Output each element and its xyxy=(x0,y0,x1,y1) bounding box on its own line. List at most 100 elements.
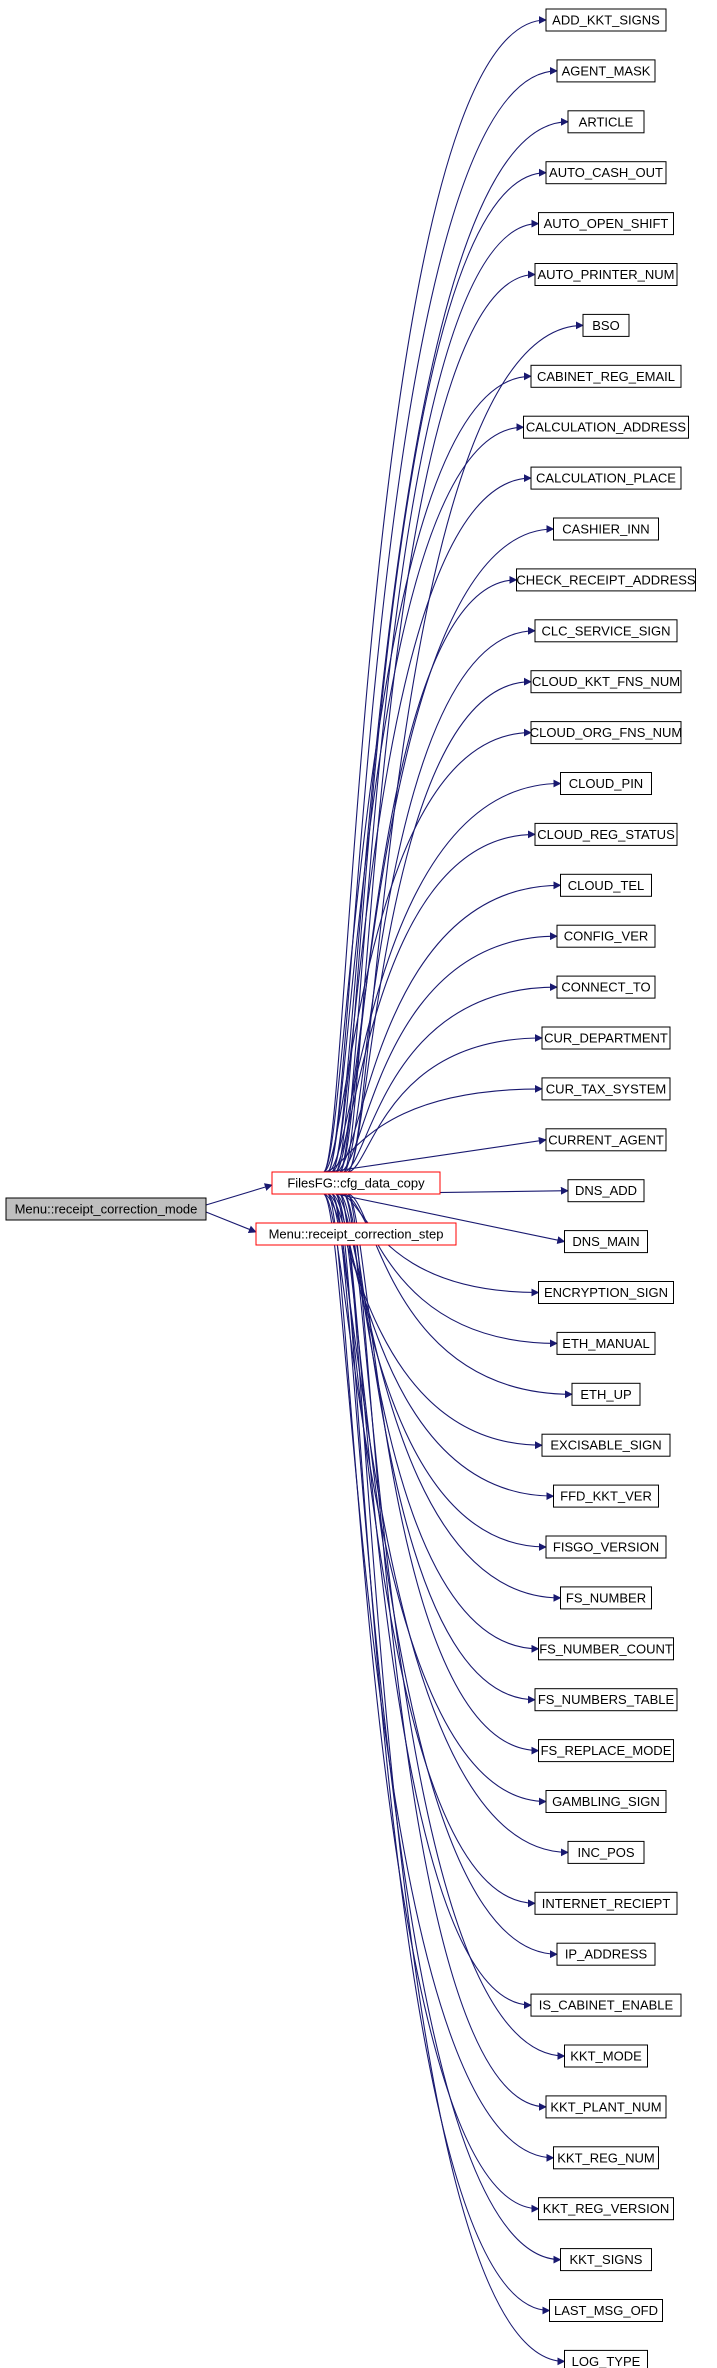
node-dns-add-box xyxy=(567,1179,645,1203)
node-fs-numbers-table[interactable]: FS_NUMBERS_TABLE xyxy=(534,1688,678,1712)
edge-cfg-data-copy-to-cloud-org-fns-num xyxy=(323,728,532,1173)
node-cur-department[interactable]: CUR_DEPARTMENT xyxy=(541,1026,671,1050)
edge-cfg-data-copy-to-check-receipt-address xyxy=(339,575,518,1173)
node-excisable-sign-box xyxy=(541,1433,671,1457)
node-menu-receipt-correction-step-label: Menu::receipt_correction_step xyxy=(269,1227,444,1242)
edge-cfg-data-copy-to-cloud-pin xyxy=(327,779,562,1173)
node-kkt-plant-num[interactable]: KKT_PLANT_NUM xyxy=(545,2095,667,2119)
node-cur-tax-system[interactable]: CUR_TAX_SYSTEM xyxy=(541,1077,671,1101)
node-files-fg-cfg-data-copy-label: FilesFG::cfg_data_copy xyxy=(287,1176,425,1191)
node-fs-number[interactable]: FS_NUMBER xyxy=(560,1586,652,1610)
node-eth-up[interactable]: ETH_UP xyxy=(571,1382,641,1406)
node-log-type[interactable]: LOG_TYPE xyxy=(564,2349,648,2368)
node-last-msg-ofd-box xyxy=(549,2299,663,2322)
node-files-fg-cfg-data-copy[interactable]: FilesFG::cfg_data_copy xyxy=(271,1171,441,1195)
node-ip-address-label: IP_ADDRESS xyxy=(565,1947,648,1962)
node-root[interactable]: Menu::receipt_correction_mode xyxy=(5,1197,207,1221)
node-eth-manual[interactable]: ETH_MANUAL xyxy=(556,1331,656,1355)
node-agent-mask-box xyxy=(556,59,656,83)
node-cloud-tel[interactable]: CLOUD_TEL xyxy=(560,873,652,897)
edge-cfg-data-copy-to-kkt-plant-num xyxy=(347,1193,547,2111)
node-connect-to[interactable]: CONNECT_TO xyxy=(556,975,656,999)
node-fs-replace-mode-label: FS_REPLACE_MODE xyxy=(541,1743,672,1758)
node-check-receipt-address[interactable]: CHECK_RECEIPT_ADDRESS xyxy=(516,568,696,592)
node-calculation-address[interactable]: CALCULATION_ADDRESS xyxy=(523,415,689,439)
node-fisgo-version[interactable]: FISGO_VERSION xyxy=(545,1535,667,1559)
node-current-agent-label: CURRENT_AGENT xyxy=(548,1132,664,1147)
node-root-label: Menu::receipt_correction_mode xyxy=(15,1202,198,1217)
node-cloud-kkt-fns-num[interactable]: CLOUD_KKT_FNS_NUM xyxy=(530,670,682,694)
node-dns-main[interactable]: DNS_MAIN xyxy=(564,1230,648,1254)
node-fs-replace-mode[interactable]: FS_REPLACE_MODE xyxy=(538,1739,674,1763)
node-kkt-reg-version-label: KKT_REG_VERSION xyxy=(543,2201,669,2216)
node-current-agent[interactable]: CURRENT_AGENT xyxy=(545,1128,667,1152)
node-article[interactable]: ARTICLE xyxy=(567,110,645,134)
node-bso-box xyxy=(582,313,630,337)
node-kkt-reg-num[interactable]: KKT_REG_NUM xyxy=(553,2146,659,2170)
node-layer: Menu::receipt_correction_mode FilesFG::c… xyxy=(5,8,696,2368)
node-cloud-org-fns-num[interactable]: CLOUD_ORG_FNS_NUM xyxy=(530,721,682,745)
edge-cfg-data-copy-to-fs-number-count xyxy=(339,1193,540,1653)
node-auto-printer-num[interactable]: AUTO_PRINTER_NUM xyxy=(534,263,678,286)
node-fs-number-count[interactable]: FS_NUMBER_COUNT xyxy=(538,1637,674,1661)
edge-cfg-data-copy-to-log-type xyxy=(339,1193,566,2366)
edge-cfg-data-copy-to-eth-up xyxy=(347,1193,573,1399)
node-inc-pos-label: INC_POS xyxy=(577,1845,634,1860)
node-eth-manual-box xyxy=(556,1331,656,1355)
node-inc-pos[interactable]: INC_POS xyxy=(567,1840,645,1864)
node-cabinet-reg-email[interactable]: CABINET_REG_EMAIL xyxy=(530,364,682,388)
node-auto-cash-out-label: AUTO_CASH_OUT xyxy=(549,165,663,180)
node-dns-add[interactable]: DNS_ADD xyxy=(567,1179,645,1203)
node-kkt-mode[interactable]: KKT_MODE xyxy=(564,2044,648,2068)
node-cur-tax-system-label: CUR_TAX_SYSTEM xyxy=(546,1081,666,1096)
node-calculation-place[interactable]: CALCULATION_PLACE xyxy=(530,466,682,490)
node-auto-printer-num-box xyxy=(534,263,678,286)
edge-cfg-data-copy-to-current-agent xyxy=(327,1136,547,1173)
node-ffd-kkt-ver-label: FFD_KKT_VER xyxy=(560,1489,652,1504)
node-add-kkt-signs-label: ADD_KKT_SIGNS xyxy=(552,13,660,28)
node-kkt-reg-version-box xyxy=(538,2197,674,2221)
node-ffd-kkt-ver[interactable]: FFD_KKT_VER xyxy=(553,1484,659,1508)
node-cloud-reg-status-box xyxy=(534,822,678,846)
edge-cfg-data-copy-to-kkt-mode xyxy=(343,1193,566,2060)
node-fs-number-label: FS_NUMBER xyxy=(566,1590,646,1605)
node-fisgo-version-box xyxy=(545,1535,667,1559)
node-bso[interactable]: BSO xyxy=(582,313,630,337)
node-connect-to-box xyxy=(556,975,656,999)
node-eth-manual-label: ETH_MANUAL xyxy=(562,1336,649,1351)
node-bso-label: BSO xyxy=(592,318,619,333)
node-kkt-signs-label: KKT_SIGNS xyxy=(570,2252,643,2267)
edge-cfg-data-copy-to-auto-cash-out xyxy=(335,168,547,1173)
node-auto-open-shift[interactable]: AUTO_OPEN_SHIFT xyxy=(538,212,674,236)
node-excisable-sign[interactable]: EXCISABLE_SIGN xyxy=(541,1433,671,1457)
edge-cfg-data-copy-to-cabinet-reg-email xyxy=(323,372,532,1173)
node-encryption-sign-box xyxy=(538,1281,674,1304)
node-encryption-sign[interactable]: ENCRYPTION_SIGN xyxy=(538,1281,674,1304)
node-clc-service-sign[interactable]: CLC_SERVICE_SIGN xyxy=(534,619,678,643)
node-cloud-reg-status[interactable]: CLOUD_REG_STATUS xyxy=(534,822,678,846)
node-menu-receipt-correction-step[interactable]: Menu::receipt_correction_step xyxy=(255,1222,457,1246)
edge-cfg-data-copy-to-calculation-place xyxy=(331,474,532,1173)
node-dns-main-box xyxy=(564,1230,648,1254)
node-cloud-pin[interactable]: CLOUD_PIN xyxy=(560,772,652,795)
node-kkt-signs[interactable]: KKT_SIGNS xyxy=(560,2248,652,2272)
edge-cfg-data-copy-to-connect-to xyxy=(343,983,558,1173)
node-calculation-address-label: CALCULATION_ADDRESS xyxy=(526,420,686,435)
edge-cfg-data-copy-to-config-ver xyxy=(339,932,558,1173)
node-add-kkt-signs[interactable]: ADD_KKT_SIGNS xyxy=(545,8,667,32)
node-clc-service-sign-label: CLC_SERVICE_SIGN xyxy=(541,623,670,638)
node-kkt-reg-version[interactable]: KKT_REG_VERSION xyxy=(538,2197,674,2221)
node-internet-reciept[interactable]: INTERNET_RECIEPT xyxy=(534,1891,678,1915)
node-check-receipt-address-box xyxy=(516,568,696,592)
node-auto-cash-out[interactable]: AUTO_CASH_OUT xyxy=(545,161,667,185)
edge-layer xyxy=(205,16,584,2366)
node-kkt-plant-num-box xyxy=(545,2095,667,2119)
node-is-cabinet-enable[interactable]: IS_CABINET_ENABLE xyxy=(530,1993,682,2017)
node-agent-mask[interactable]: AGENT_MASK xyxy=(556,59,656,83)
node-ip-address[interactable]: IP_ADDRESS xyxy=(556,1942,656,1966)
node-config-ver[interactable]: CONFIG_VER xyxy=(556,924,656,948)
node-cashier-inn[interactable]: CASHIER_INN xyxy=(553,517,659,541)
node-last-msg-ofd[interactable]: LAST_MSG_OFD xyxy=(549,2299,663,2322)
node-gambling-sign[interactable]: GAMBLING_SIGN xyxy=(545,1790,667,1813)
